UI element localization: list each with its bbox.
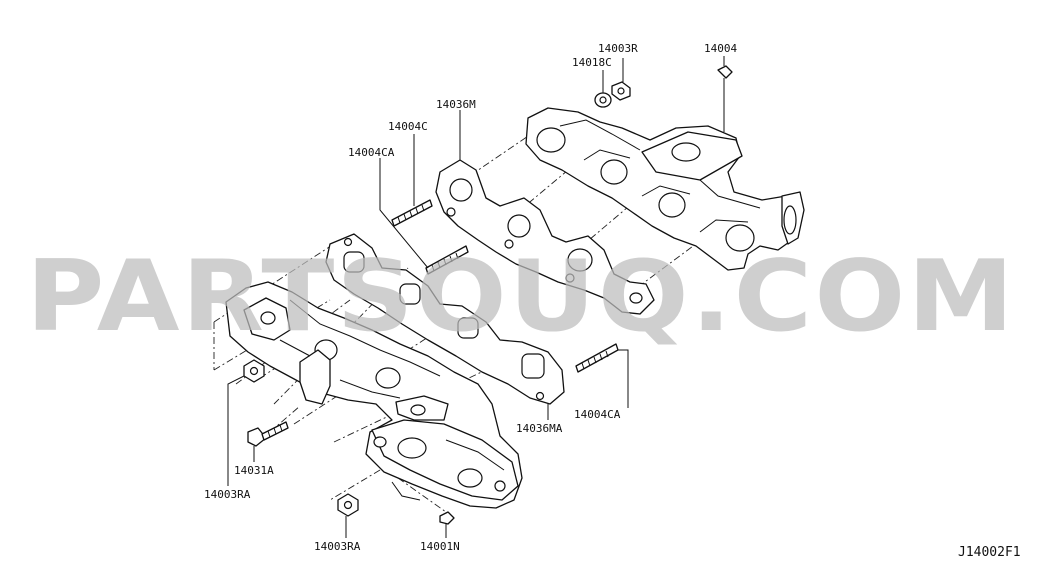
callout-label: 14036M: [436, 98, 476, 111]
callout-label: 14001N: [420, 540, 460, 553]
clip-icon: [717, 65, 733, 79]
stud-icon: [425, 245, 469, 275]
callout-label: 14018C: [572, 56, 612, 69]
hardware: [243, 65, 733, 525]
callout-label: 14004CA: [574, 408, 621, 421]
callout-label: 14003RA: [204, 488, 251, 501]
leader-lines: [227, 56, 725, 538]
callout-label: 14004CA: [348, 146, 395, 159]
callout-label: 14003R: [598, 42, 638, 55]
callout-label: 14004: [704, 42, 737, 55]
diagram-reference-code: J14002F1: [958, 545, 1021, 560]
gasket-right: [435, 159, 655, 315]
callout-label: 14004C: [388, 120, 428, 133]
sensor-icon: [439, 511, 455, 525]
stud-icon: [391, 199, 433, 227]
callout-label: 14036MA: [516, 422, 563, 435]
callout-labels: 14003R 14018C 14004 14036M 14004C 14004C…: [204, 42, 737, 553]
exhaust-manifold-right: [525, 107, 805, 271]
bolt-icon: [247, 421, 289, 447]
exhaust-manifold-left: [225, 281, 523, 509]
watermark: PARTSOUQ.COM: [26, 240, 1016, 354]
gasket-left: [325, 233, 565, 405]
callout-label: 14003RA: [314, 540, 361, 553]
callout-label: 14031A: [234, 464, 274, 477]
